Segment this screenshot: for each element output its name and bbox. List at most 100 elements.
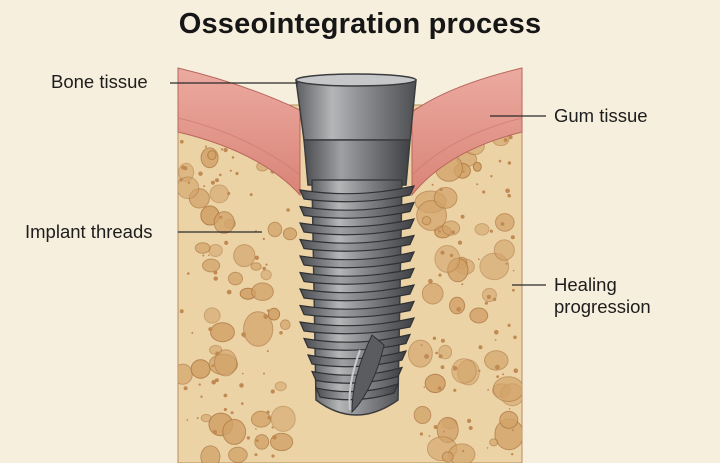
bone-speck [513, 335, 517, 340]
bone-speck [476, 183, 479, 186]
bone-speck [212, 430, 217, 435]
implant-thread [299, 300, 416, 318]
bone-speck [512, 269, 515, 272]
bone-speck [489, 229, 493, 233]
bone-pore [213, 211, 235, 234]
bone-speck [223, 407, 227, 412]
bone-speck [449, 253, 454, 258]
bone-speck [198, 383, 201, 386]
bone-speck [215, 351, 220, 356]
bone-pore [202, 258, 221, 273]
bone-pore [203, 307, 221, 324]
bone-speck [203, 185, 206, 188]
gum-tissue [177, 67, 523, 197]
bone-pore [274, 381, 287, 392]
bone-speck [443, 430, 445, 433]
bone-speck [191, 331, 194, 334]
bone-pore [233, 244, 256, 268]
bone-speck [513, 368, 519, 374]
bone-speck [271, 454, 275, 458]
bone-speck [262, 237, 265, 241]
bone-pore [222, 418, 247, 445]
bone-speck [420, 344, 423, 347]
bone-speck [215, 178, 219, 183]
healing-progression-label: Healing progression [554, 274, 651, 318]
bone-speck [438, 273, 442, 277]
healing-progression-line-1: Healing [554, 274, 617, 295]
bone-speck [486, 294, 491, 299]
bone-pore [448, 443, 476, 463]
bone-speck [235, 171, 239, 176]
bone-speck [478, 345, 483, 350]
bone-pore [421, 216, 432, 226]
bone-speck [505, 262, 508, 265]
bone-speck [487, 389, 489, 391]
bone-speck [511, 453, 514, 456]
bone-speck [254, 255, 259, 260]
bone-speck [196, 417, 199, 420]
bone-speck [512, 288, 515, 292]
bone-pore [434, 245, 461, 273]
bone-speck [198, 171, 203, 176]
bone-speck [187, 272, 190, 275]
bone-speck [440, 338, 445, 343]
gum-tissue-label: Gum tissue [554, 105, 648, 126]
bone-pore [207, 150, 217, 161]
bone-pore [190, 359, 211, 379]
bone-pore [267, 221, 283, 238]
bone-speck [266, 350, 269, 353]
bone-speck [438, 230, 441, 233]
bone-pore [441, 220, 461, 236]
bone-pore [499, 410, 519, 429]
bone-speck [254, 453, 258, 457]
bone-speck [468, 426, 473, 430]
bone-speck [231, 156, 235, 159]
bone-speck [507, 193, 512, 198]
bone-pore [178, 363, 193, 385]
bone-speck [223, 393, 228, 398]
bone-pore [194, 242, 211, 254]
implant-thread [299, 234, 416, 252]
bone-speck [433, 425, 438, 429]
bone-speck [451, 230, 455, 234]
bone-speck [508, 408, 511, 410]
bone-speck [440, 365, 445, 370]
bone-speck [460, 214, 465, 219]
bone-speck [286, 208, 290, 212]
bone-speck [419, 432, 423, 436]
bone-pore [228, 271, 243, 286]
bone-speck [492, 297, 497, 302]
bone-speck [265, 263, 268, 266]
bone-pore [260, 269, 272, 281]
bone-pore [267, 307, 281, 321]
bone-pore [421, 282, 444, 305]
bone-speck [439, 187, 443, 191]
bone-pore [474, 223, 490, 236]
bone-pore [472, 161, 482, 172]
bone-speck [214, 378, 219, 383]
bone-speck [181, 165, 186, 170]
bone-pore [214, 349, 238, 377]
bone-speck [255, 428, 257, 430]
bone-speck [207, 254, 210, 257]
bone-speck [452, 366, 458, 371]
bone-speck [486, 447, 489, 449]
bone-speck [211, 379, 216, 385]
bone-tissue-label: Bone tissue [51, 71, 148, 92]
bone-speck [216, 212, 219, 215]
bone-pore [469, 307, 489, 324]
implant-thread [299, 317, 416, 335]
bone-speck [424, 354, 429, 359]
bone-pore [178, 176, 200, 200]
bone-speck [183, 386, 188, 391]
bone-speck [226, 289, 232, 295]
bone-pore [228, 446, 248, 463]
bone-speck [494, 330, 499, 335]
bone-speck [462, 450, 465, 453]
bone-pore [492, 376, 522, 402]
bone-speck [179, 309, 184, 314]
bone-speck [496, 375, 499, 378]
bone-pore [208, 244, 223, 257]
bone-speck [498, 159, 502, 163]
bone-speck [482, 190, 486, 194]
